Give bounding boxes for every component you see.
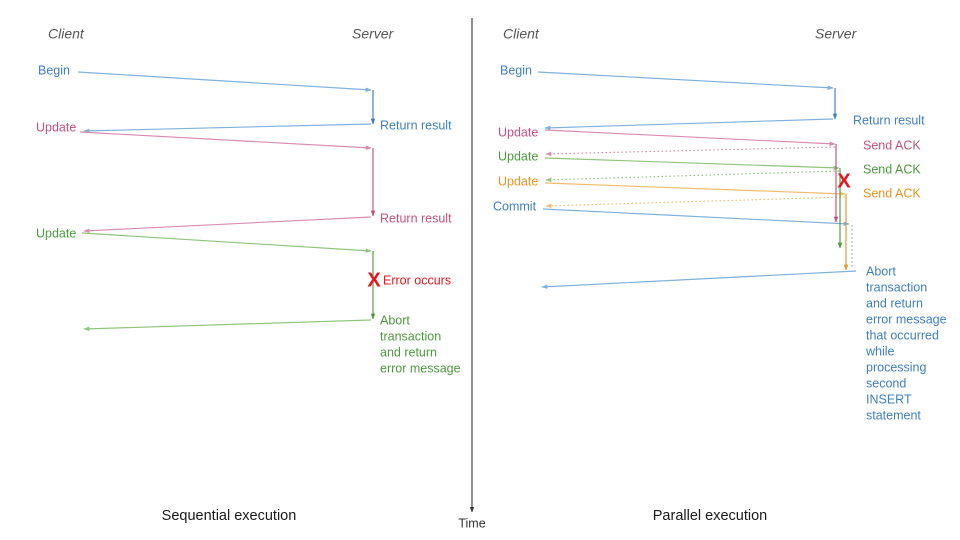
parallel-server-header: Server bbox=[815, 26, 858, 42]
parallel-msg-ack-3 bbox=[545, 196, 846, 209]
sequential-msg-abort-return bbox=[83, 319, 372, 332]
sequential-server-header: Server bbox=[352, 26, 395, 42]
parallel-label-update-1: Update bbox=[498, 125, 538, 139]
parallel-note-0-line-2: and return bbox=[866, 296, 923, 310]
sequential-label-error-occurs-5: Error occurs bbox=[383, 273, 451, 287]
sequential-msg-update-request-1 bbox=[79, 131, 372, 150]
time-axis-label: Time bbox=[458, 516, 485, 530]
time-axis: Time bbox=[458, 18, 486, 530]
parallel-msg-ack-1 bbox=[545, 146, 836, 157]
parallel-note-0-line-5: while bbox=[865, 344, 895, 358]
parallel-msg-update-3-request bbox=[544, 182, 846, 197]
parallel-label-commit-4: Commit bbox=[493, 199, 537, 213]
sequential-note-0-line-3: error message bbox=[380, 361, 461, 375]
sequential-label-return-result-3: Return result bbox=[380, 118, 452, 132]
sequential-msg-return-result-1 bbox=[83, 123, 372, 134]
sequential-note-0-line-2: and return bbox=[380, 345, 437, 359]
parallel-note-0-line-0: Abort bbox=[866, 264, 896, 278]
parallel-label-update-3: Update bbox=[498, 174, 538, 188]
sequential-error-x-icon: X bbox=[367, 269, 381, 291]
parallel-msg-ack-2 bbox=[545, 170, 840, 183]
parallel-caption: Parallel execution bbox=[653, 508, 767, 524]
parallel-client-header: Client bbox=[503, 26, 540, 42]
parallel-note-0-line-8: INSERT bbox=[866, 392, 912, 406]
parallel-msg-commit-request bbox=[542, 208, 850, 227]
parallel-label-update-2: Update bbox=[498, 149, 538, 163]
parallel-label-return-result-5: Return result bbox=[853, 113, 925, 127]
parallel-label-send-ack-7: Send ACK bbox=[863, 162, 921, 176]
sequential-label-begin-0: Begin bbox=[38, 63, 70, 77]
sequential-note-0: Abort transaction and return error message bbox=[380, 313, 461, 375]
parallel-note-0: Abort transaction and return error message t… bbox=[865, 264, 947, 422]
sequential-msg-begin-request bbox=[77, 71, 372, 92]
parallel-msg-update-1-request bbox=[544, 129, 836, 147]
parallel-note-0-line-3: error message bbox=[866, 312, 947, 326]
parallel-note-0-line-4: that occurred bbox=[866, 328, 939, 342]
sequential-label-return-result-4: Return result bbox=[380, 211, 452, 225]
parallel-label-send-ack-6: Send ACK bbox=[863, 138, 921, 152]
parallel-error-x-icon: X bbox=[837, 170, 851, 192]
sequential-note-0-line-0: Abort bbox=[380, 313, 410, 327]
parallel-label-begin-0: Begin bbox=[500, 63, 532, 77]
parallel-note-0-line-1: transaction bbox=[866, 280, 927, 294]
sequential-msg-update-request-2 bbox=[81, 232, 372, 253]
sequential-msg-return-result-2 bbox=[83, 216, 372, 234]
parallel-note-0-line-6: processing bbox=[866, 360, 926, 374]
sequential-caption: Sequential execution bbox=[162, 508, 297, 524]
sequential-client-header: Client bbox=[48, 26, 85, 42]
parallel-msg-abort-return bbox=[541, 270, 857, 290]
sequential-note-0-line-1: transaction bbox=[380, 329, 441, 343]
parallel-label-send-ack-8: Send ACK bbox=[863, 186, 921, 200]
sequential-label-update-1: Update bbox=[36, 120, 76, 134]
parallel-msg-begin-request bbox=[537, 71, 834, 90]
parallel-note-0-line-7: second bbox=[866, 376, 906, 390]
parallel-msg-return-result bbox=[544, 118, 834, 131]
sequential-label-update-2: Update bbox=[36, 226, 76, 240]
parallel-msg-update-2-request bbox=[544, 157, 840, 171]
parallel-note-0-line-9: statement bbox=[866, 408, 921, 422]
